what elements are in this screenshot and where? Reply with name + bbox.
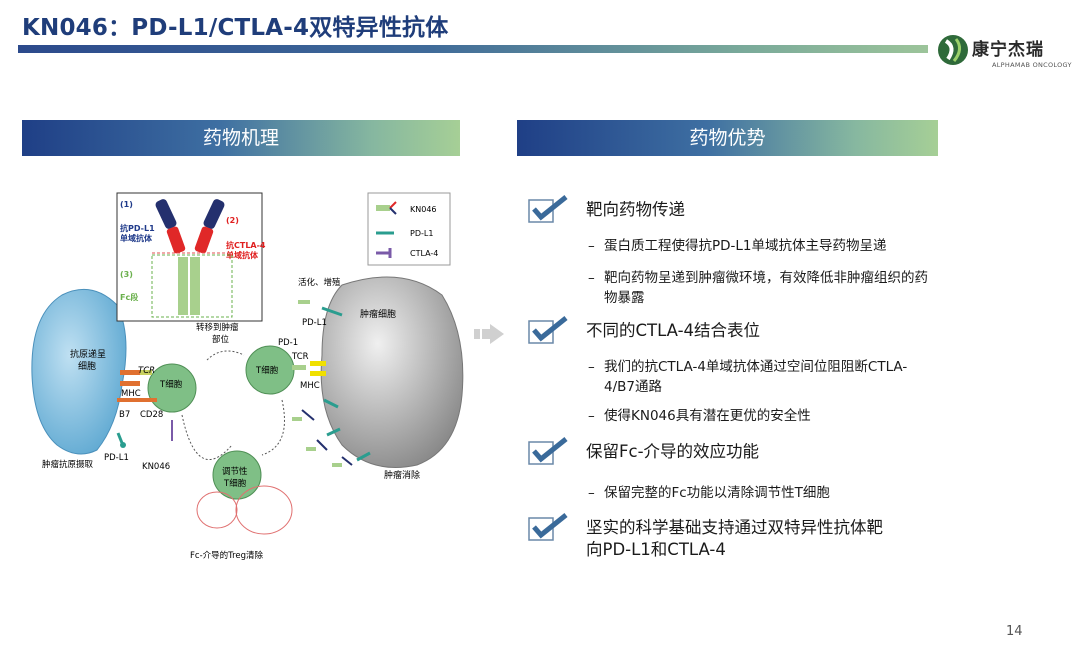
inset-label-3: Fc段 <box>120 292 138 302</box>
treg-cell <box>212 450 262 500</box>
legend-kn046: KN046 <box>410 205 437 214</box>
mhc-label-1: MHC <box>121 389 141 399</box>
tumor-cell <box>320 276 464 468</box>
inset-label-1b: 单域抗体 <box>120 233 153 243</box>
pdl1-label-1: PD-L1 <box>104 453 129 463</box>
advantage-heading: 保留Fc-介导的效应功能 <box>586 442 760 461</box>
apc-label-2: 细胞 <box>78 360 96 372</box>
legend-kn046-icon <box>376 201 397 215</box>
migrate-label-2: 部位 <box>212 334 230 345</box>
kn046-label: KN046 <box>142 462 170 472</box>
inset-label-2a: 抗CTLA-4 <box>226 240 266 250</box>
advantage-heading: 靶向药物传递 <box>586 200 685 219</box>
pd1-label: PD-1 <box>278 338 298 348</box>
antibody-inset <box>116 192 263 322</box>
inset-label-1a: 抗PD-L1 <box>120 223 155 233</box>
logo-name: 康宁杰瑞 <box>972 40 1044 60</box>
tcr-label-1: TCR <box>138 366 155 376</box>
inset-n3: (3) <box>120 270 133 279</box>
inset-n1: (1) <box>120 200 133 209</box>
treg-clear-label: Fc-介导的Treg清除 <box>190 550 264 561</box>
advantage-heading: 不同的CTLA-4结合表位 <box>586 321 761 340</box>
legend-ctla4-icon <box>376 248 392 258</box>
tcr-label-2: TCR <box>291 352 309 362</box>
cd28-label: CD28 <box>140 410 163 420</box>
advantage-heading: 坚实的科学基础支持通过双特异性抗体靶向PD-L1和CTLA-4 <box>586 518 883 559</box>
mechanism-header: 药物机理 <box>22 120 460 156</box>
treg-label-1: 调节性 <box>222 466 248 477</box>
right-arrow-icon <box>474 324 504 344</box>
page-title: KN046：PD-L1/CTLA-4双特异性抗体 <box>22 15 449 41</box>
treg-label-2: T细胞 <box>223 478 247 489</box>
inset-n2: (2) <box>226 216 239 225</box>
migrate-label-1: 转移到肿瘤 <box>196 322 239 333</box>
mhc-label-2: MHC <box>300 381 320 391</box>
legend-pdl1: PD-L1 <box>410 229 433 238</box>
company-logo: 康宁杰瑞 ALPHAMAB ONCOLOGY <box>936 33 1076 73</box>
logo-subtitle: ALPHAMAB ONCOLOGY <box>992 61 1072 69</box>
checkbox-check-icon <box>528 316 568 344</box>
page-number: 14 <box>1006 624 1023 639</box>
inset-label-2b: 单域抗体 <box>226 250 259 260</box>
apc-label-1: 抗原递呈 <box>70 348 106 360</box>
pdl1-label-2: PD-L1 <box>302 318 327 328</box>
advantages-header: 药物优势 <box>517 120 938 156</box>
legend-ctla4: CTLA-4 <box>410 249 438 258</box>
t-cell-1-label: T细胞 <box>159 379 183 390</box>
tumor-label: 肿瘤细胞 <box>360 308 396 320</box>
tumor-kill-label: 肿瘤消除 <box>384 469 420 481</box>
t-cell-1 <box>147 363 197 413</box>
logo-mark-icon <box>938 35 968 65</box>
checkbox-check-icon <box>528 513 568 541</box>
uptake-label: 肿瘤抗原摄取 <box>42 459 94 470</box>
checkbox-check-icon <box>528 195 568 223</box>
t-cell-2-label: T细胞 <box>255 365 279 376</box>
title-divider <box>18 45 928 53</box>
activate-label: 活化、增殖 <box>298 277 341 288</box>
b7-label: B7 <box>119 410 130 420</box>
mechanism-diagram: 抗原递呈 细胞 肿瘤细胞 肿瘤消除 (1) 抗PD-L1 单域抗体 (2) 抗C… <box>31 192 464 561</box>
checkbox-check-icon <box>528 437 568 465</box>
